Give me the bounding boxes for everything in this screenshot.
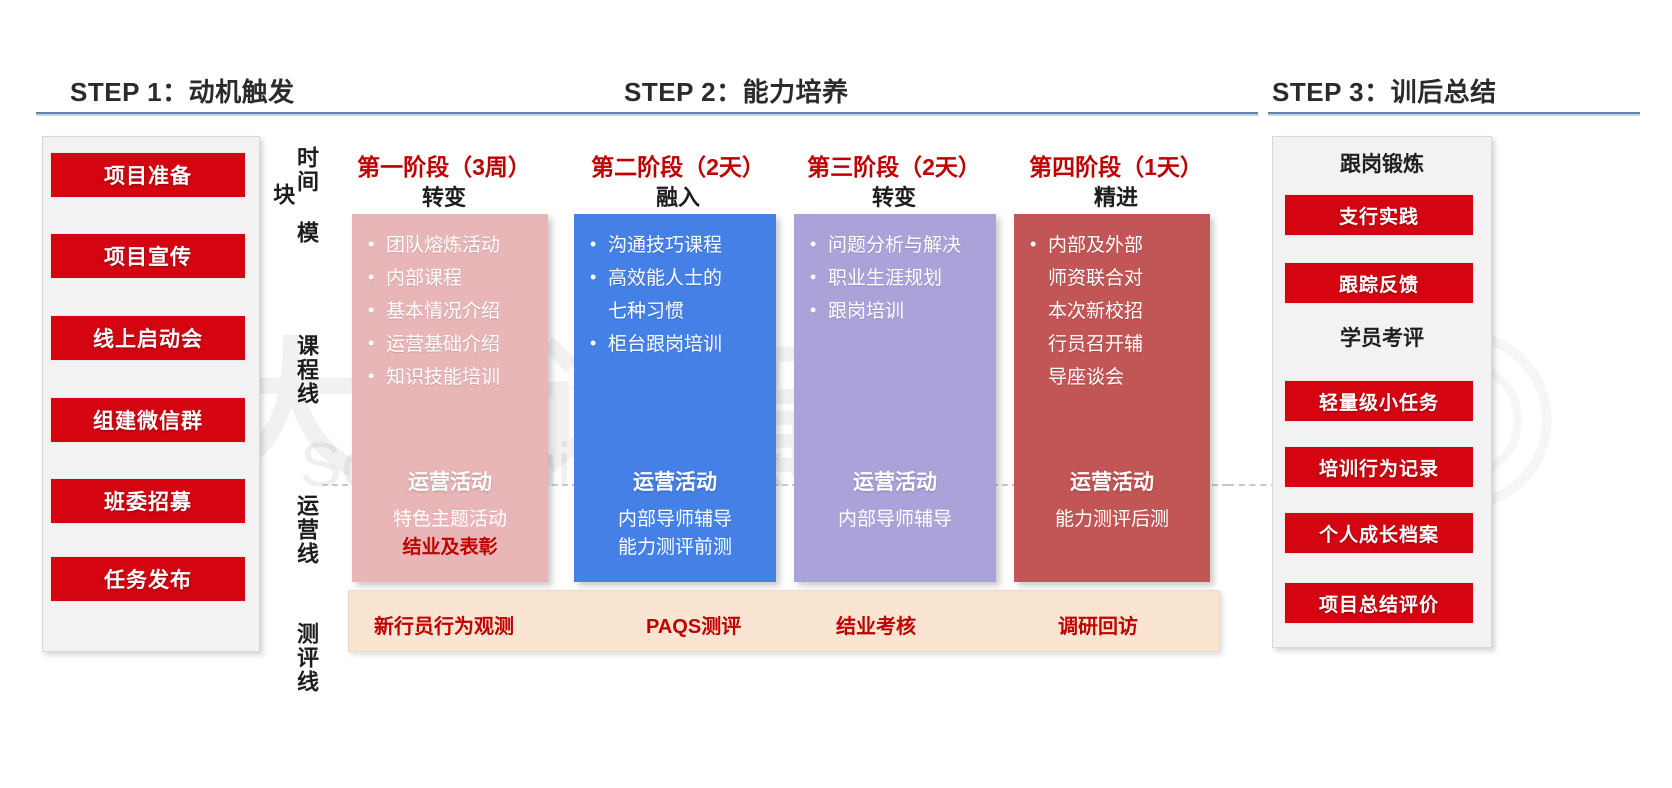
right-item-4[interactable]: 个人成长档案: [1284, 512, 1474, 554]
phase-1-course-0: 团队熔炼活动: [366, 231, 534, 261]
phase-4-course-3: 行员召开辅: [1048, 333, 1144, 355]
right-item-2[interactable]: 轻量级小任务: [1284, 380, 1474, 422]
assessment-item-3[interactable]: 调研回访: [1058, 616, 1138, 638]
assessment-item-1[interactable]: PAQS测评: [646, 616, 742, 638]
left-item-3[interactable]: 组建微信群: [50, 397, 246, 443]
phase-1-title: 第一阶段（3周）: [357, 154, 531, 180]
header-divider-right: [1268, 112, 1640, 116]
phase-1-operation-title: 运营活动: [408, 471, 492, 494]
phase-2-operation-title: 运营活动: [633, 471, 717, 494]
assessment-band: [348, 590, 1220, 652]
phase-3-course-2: 跟岗培训: [808, 297, 982, 327]
phase-2-operation-line-0: 内部导师辅导: [617, 509, 732, 530]
phase-4-subtitle: 精进: [1093, 185, 1138, 210]
step-3-title: STEP 3：训后总结: [1272, 77, 1497, 107]
phase-1-operation-line-0: 特色主题活动: [392, 509, 507, 530]
right-item-5[interactable]: 项目总结评价: [1284, 582, 1474, 624]
row-label-operation-line: 运营线: [294, 494, 319, 566]
phase-1-course-1: 内部课程: [366, 264, 534, 294]
right-item-1[interactable]: 跟踪反馈: [1284, 262, 1474, 304]
header-divider-left: [36, 112, 1258, 116]
phase-1-subtitle: 转变: [421, 185, 466, 210]
phase-2-operation-line-1: 能力测评前测: [617, 537, 732, 558]
phase-4-title: 第四阶段（1天）: [1029, 154, 1203, 180]
phase-1-course-2: 基本情况介绍: [366, 297, 534, 327]
phase-2-course-2: 七种习惯: [608, 300, 685, 322]
assessment-item-2[interactable]: 结业考核: [836, 616, 916, 638]
phase-2-box: 沟通技巧课程 高效能人士的 七种习惯 柜台跟岗培训 运营活动 内部导师辅导 能力…: [574, 214, 776, 582]
phase-4-box: 内部及外部 师资联合对 本次新校招 行员召开辅 导座谈会 运营活动 能力测评后测: [1014, 214, 1210, 582]
row-label-course-line: 课程线: [294, 334, 319, 406]
left-item-2[interactable]: 线上启动会: [50, 315, 246, 361]
phase-3-course-0: 问题分析与解决: [808, 231, 982, 261]
phase-2-subtitle: 融入: [655, 185, 700, 210]
phase-4-course-4: 导座谈会: [1048, 366, 1125, 388]
phase-3-title: 第三阶段（2天）: [807, 154, 981, 180]
left-item-5[interactable]: 任务发布: [50, 556, 246, 602]
phase-4-operation-title: 运营活动: [1070, 471, 1154, 494]
right-item-3[interactable]: 培训行为记录: [1284, 446, 1474, 488]
phase-2-course-1: 高效能人士的: [588, 264, 762, 294]
phase-2-title: 第二阶段（2天）: [591, 154, 765, 180]
phase-1-course-4: 知识技能培训: [366, 363, 534, 393]
phase-4-course-1: 师资联合对: [1048, 267, 1144, 289]
phase-2-course-3: 柜台跟岗培训: [588, 330, 762, 360]
operation-row-divider-right: [1228, 484, 1288, 486]
phase-3-box: 问题分析与解决 职业生涯规划 跟岗培训 运营活动 内部导师辅导: [794, 214, 996, 582]
assessment-item-0[interactable]: 新行员行为观测: [374, 616, 514, 638]
step-1-title: STEP 1：动机触发: [70, 77, 295, 107]
phase-3-course-list: 问题分析与解决 职业生涯规划 跟岗培训: [808, 231, 982, 327]
phase-2-course-0: 沟通技巧课程: [588, 231, 762, 261]
phase-4-course-0: 内部及外部: [1028, 231, 1196, 261]
phase-4-operation-line-0: 能力测评后测: [1054, 509, 1169, 530]
phase-1-operation-line-1: 结业及表彰: [402, 537, 498, 558]
phase-4-course-2: 本次新校招: [1048, 300, 1144, 322]
row-label-assessment-line: 测评线: [294, 622, 319, 694]
step-2-title: STEP 2：能力培养: [624, 77, 849, 107]
phase-3-subtitle: 转变: [871, 185, 916, 210]
phase-1-box: 团队熔炼活动 内部课程 基本情况介绍 运营基础介绍 知识技能培训 运营活动 特色…: [352, 214, 548, 582]
phase-2-course-list: 沟通技巧课程 高效能人士的 七种习惯 柜台跟岗培训: [588, 231, 762, 360]
phase-3-operation-line-0: 内部导师辅导: [837, 509, 952, 530]
phase-1-course-list: 团队熔炼活动 内部课程 基本情况介绍 运营基础介绍 知识技能培训: [366, 231, 534, 393]
row-label-time-module: 时间 模块: [270, 145, 319, 245]
phase-1-course-3: 运营基础介绍: [366, 330, 534, 360]
left-item-4[interactable]: 班委招募: [50, 478, 246, 524]
phase-3-operation-title: 运营活动: [853, 471, 937, 494]
right-group-1-label: 跟岗锻炼: [1340, 153, 1424, 176]
left-item-0[interactable]: 项目准备: [50, 152, 246, 198]
left-item-1[interactable]: 项目宣传: [50, 233, 246, 279]
phase-3-course-1: 职业生涯规划: [808, 264, 982, 294]
phase-4-course-list: 内部及外部 师资联合对 本次新校招 行员召开辅 导座谈会: [1028, 231, 1196, 392]
right-group-2-label: 学员考评: [1340, 327, 1424, 350]
right-item-0[interactable]: 支行实践: [1284, 194, 1474, 236]
